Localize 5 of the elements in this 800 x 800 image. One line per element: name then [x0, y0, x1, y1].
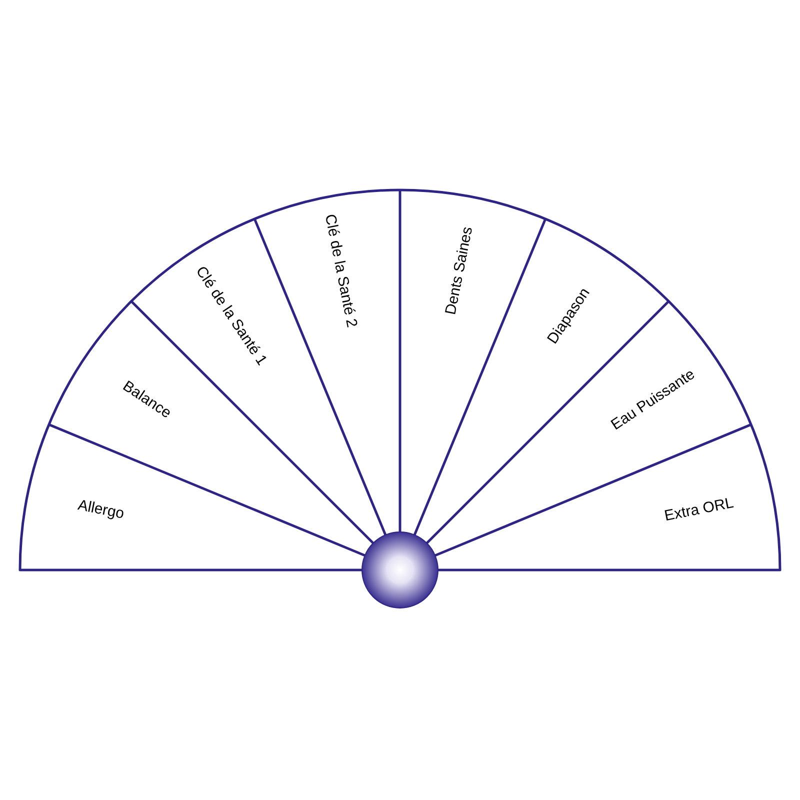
sector-label: Allergo [76, 496, 126, 525]
sector-label: Clé de la Santé 2 [320, 212, 362, 330]
center-knob [362, 532, 438, 608]
sector-label: Extra ORL [662, 494, 736, 527]
sector-label: Dents Saines [440, 224, 477, 317]
